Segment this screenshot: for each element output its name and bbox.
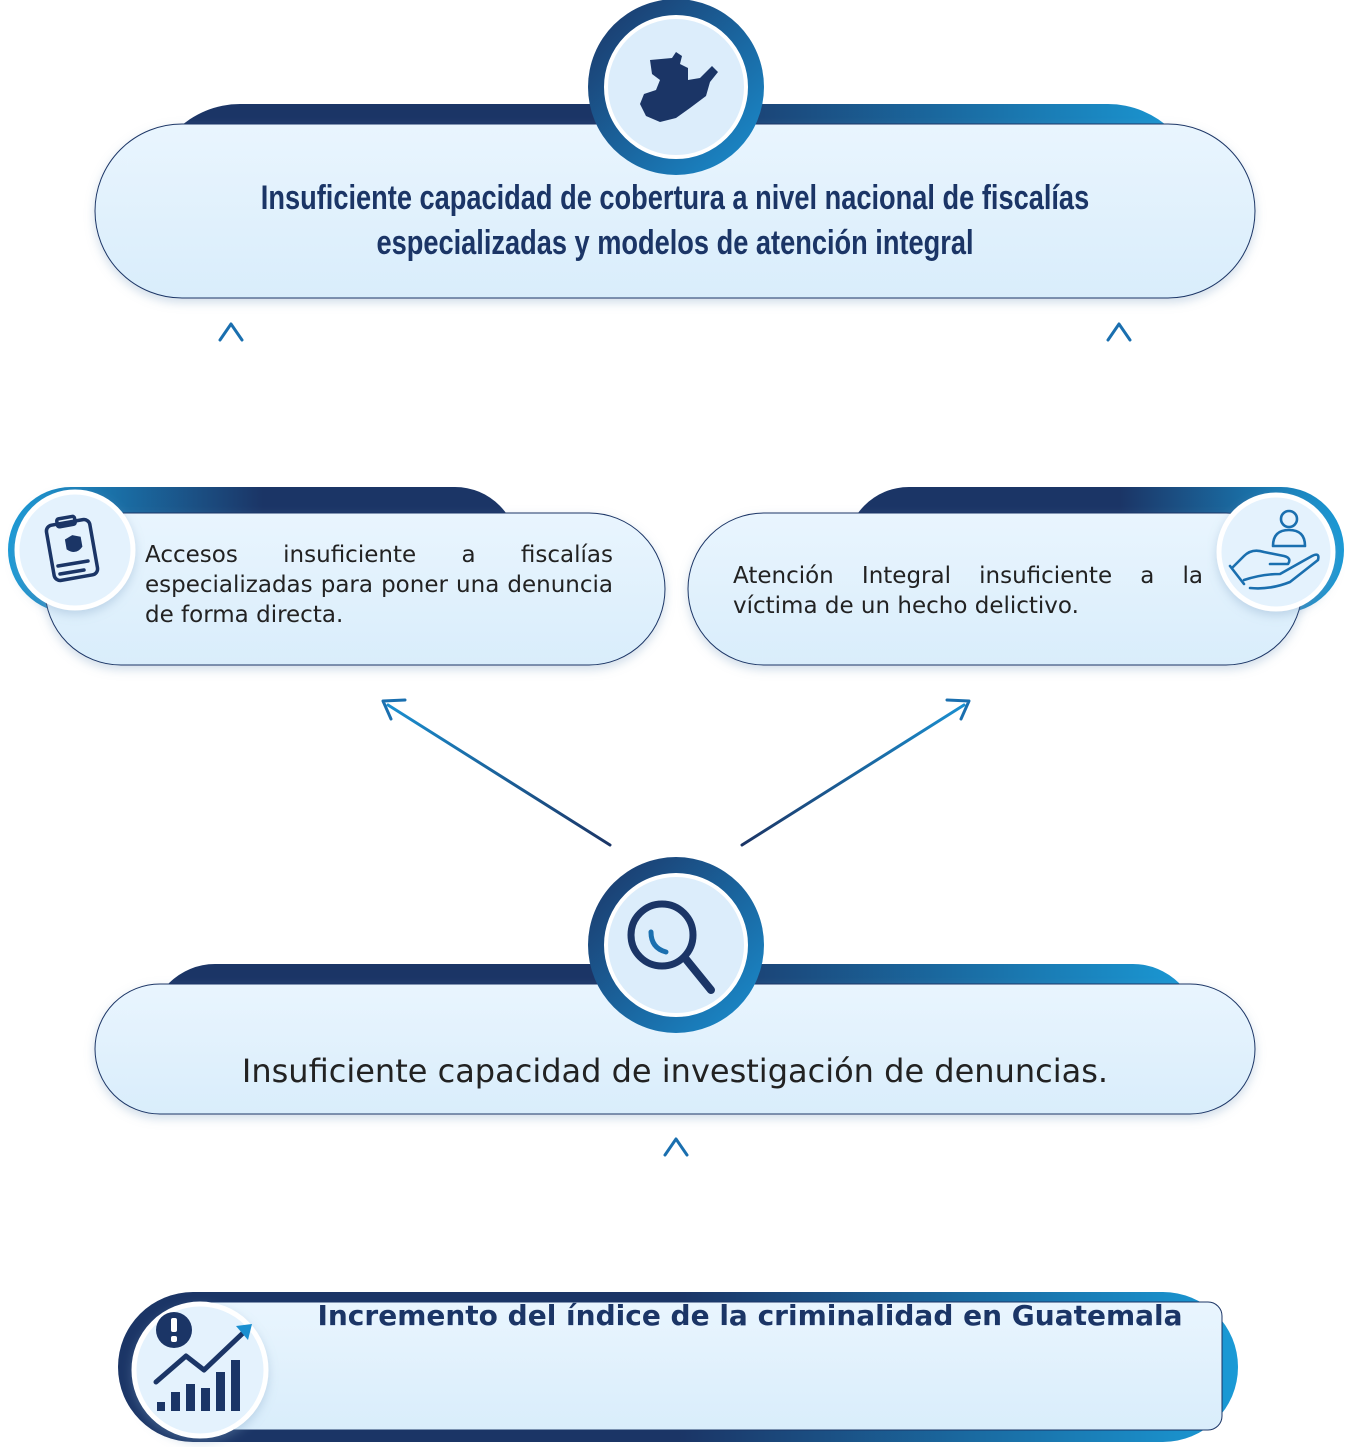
arrow-right-up [1106, 322, 1132, 466]
bottom-icon-badge [131, 1301, 269, 1439]
right-box-text: Atención Integral insuficiente a la víct… [733, 563, 1203, 619]
police-badge-document-icon [44, 514, 100, 583]
bottom-box-text: Incremento del índice de la criminalidad… [317, 1299, 1183, 1332]
arrow-diagonal-right [740, 698, 971, 847]
magnifier-icon [627, 900, 715, 994]
arrow-bottom-up [663, 1137, 689, 1278]
arrow-diagonal-left [381, 698, 612, 847]
top-box [94, 104, 1256, 299]
right-icon-badge [1216, 492, 1336, 612]
left-icon-badge [14, 489, 136, 611]
left-box-text: Accesos insuficiente a fiscalías especia… [145, 542, 613, 628]
bottom-box [118, 1292, 1238, 1442]
left-box [8, 487, 666, 666]
arrow-left-up [218, 322, 244, 466]
top-box-text: Insuficiente capacidad de cobertura a ni… [260, 179, 1090, 262]
hand-care-person-icon [1228, 509, 1320, 590]
middle-icon-badge [588, 857, 764, 1033]
right-box [687, 487, 1344, 666]
top-icon-badge [588, 0, 764, 175]
crime-growth-chart-icon [153, 1312, 252, 1411]
middle-box-text: Insuficiente capacidad de investigación … [241, 1052, 1109, 1090]
guatemala-map-icon [640, 52, 718, 122]
